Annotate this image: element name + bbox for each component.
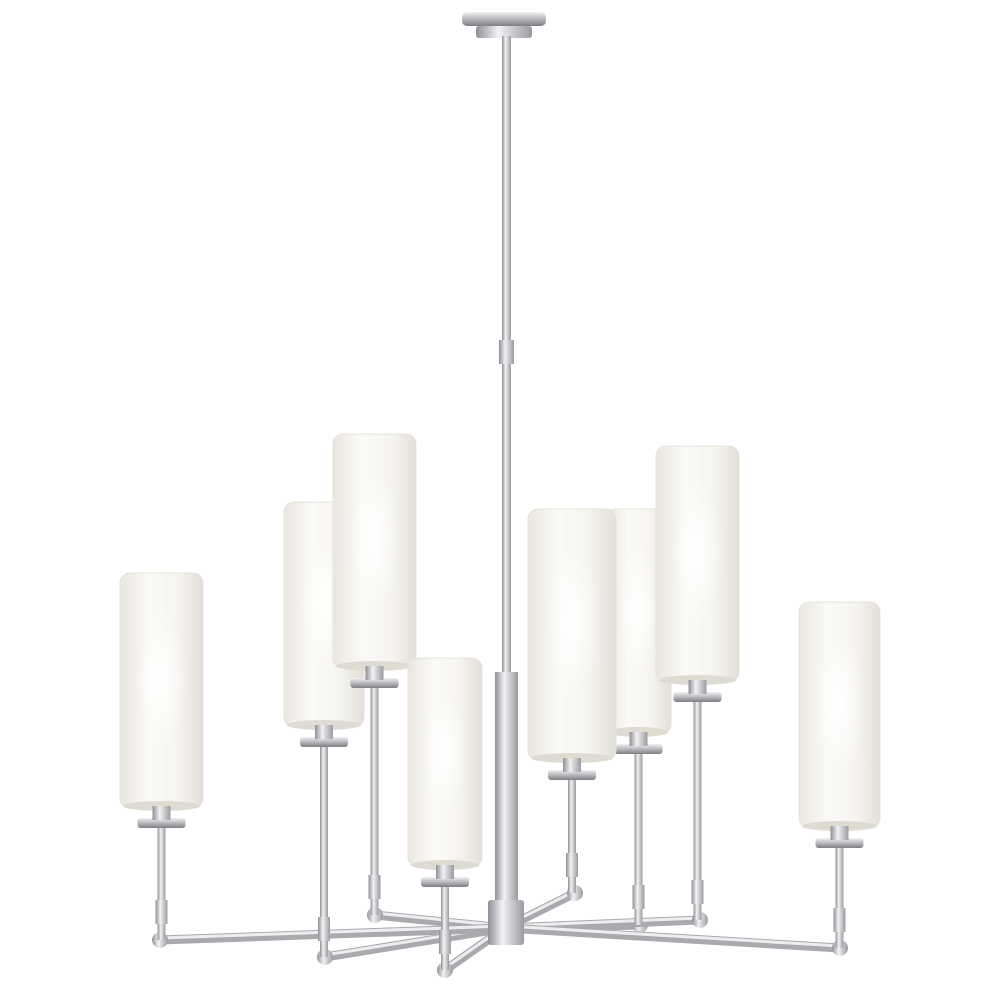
socket-cup [688, 680, 707, 694]
hub [488, 900, 524, 945]
stem-collar [566, 853, 578, 877]
shade-glow [815, 635, 864, 772]
arm [500, 923, 845, 953]
light-4 [655, 445, 740, 920]
lamp-stem [693, 682, 702, 920]
arm-highlight [373, 911, 507, 928]
socket-bobeche [815, 838, 864, 848]
lamp-stem [835, 828, 844, 948]
arm-highlight [503, 924, 842, 948]
socket-cup [436, 865, 454, 879]
shade-glow [349, 469, 400, 610]
socket-cup [563, 758, 581, 772]
arm-highlight [503, 916, 702, 928]
canopy [462, 12, 546, 26]
lamp-stem [157, 808, 166, 940]
lamp-stem [320, 727, 328, 957]
rod-coupler [499, 340, 514, 364]
shade-glow [619, 542, 658, 678]
socket-cup [152, 806, 171, 820]
shade-glow [545, 546, 599, 698]
lamp-stem [568, 760, 576, 893]
shade-glow [672, 481, 723, 623]
lamp-stem [370, 668, 379, 915]
stem-collar [691, 880, 704, 904]
socket-cup [365, 666, 384, 680]
socket-bobeche [548, 770, 596, 780]
light-6 [798, 601, 881, 948]
stem-collar [318, 917, 330, 941]
socket-bobeche [350, 678, 399, 688]
stem-collar [155, 900, 168, 924]
center-rod [502, 36, 511, 916]
stem-collar [439, 930, 451, 954]
socket-bobeche [614, 744, 663, 754]
shade-glow [422, 689, 468, 815]
light-1 [605, 508, 672, 925]
socket-cup [830, 826, 849, 840]
center-column [495, 672, 518, 922]
shade-glow [136, 608, 187, 750]
light-5 [119, 572, 204, 940]
light-3 [332, 433, 417, 915]
stem-collar [632, 885, 645, 909]
light-7 [407, 657, 483, 970]
socket-bobeche [421, 877, 469, 887]
light-8 [527, 508, 617, 893]
socket-cup [629, 732, 648, 746]
socket-bobeche [673, 692, 722, 702]
stem-collar [368, 875, 381, 899]
lamp-stem [634, 734, 643, 925]
socket-bobeche [137, 818, 186, 828]
canopy-base [476, 26, 532, 38]
socket-cup [315, 725, 333, 739]
lamp-stem [441, 867, 449, 970]
stem-collar [833, 908, 846, 932]
socket-bobeche [300, 737, 348, 747]
